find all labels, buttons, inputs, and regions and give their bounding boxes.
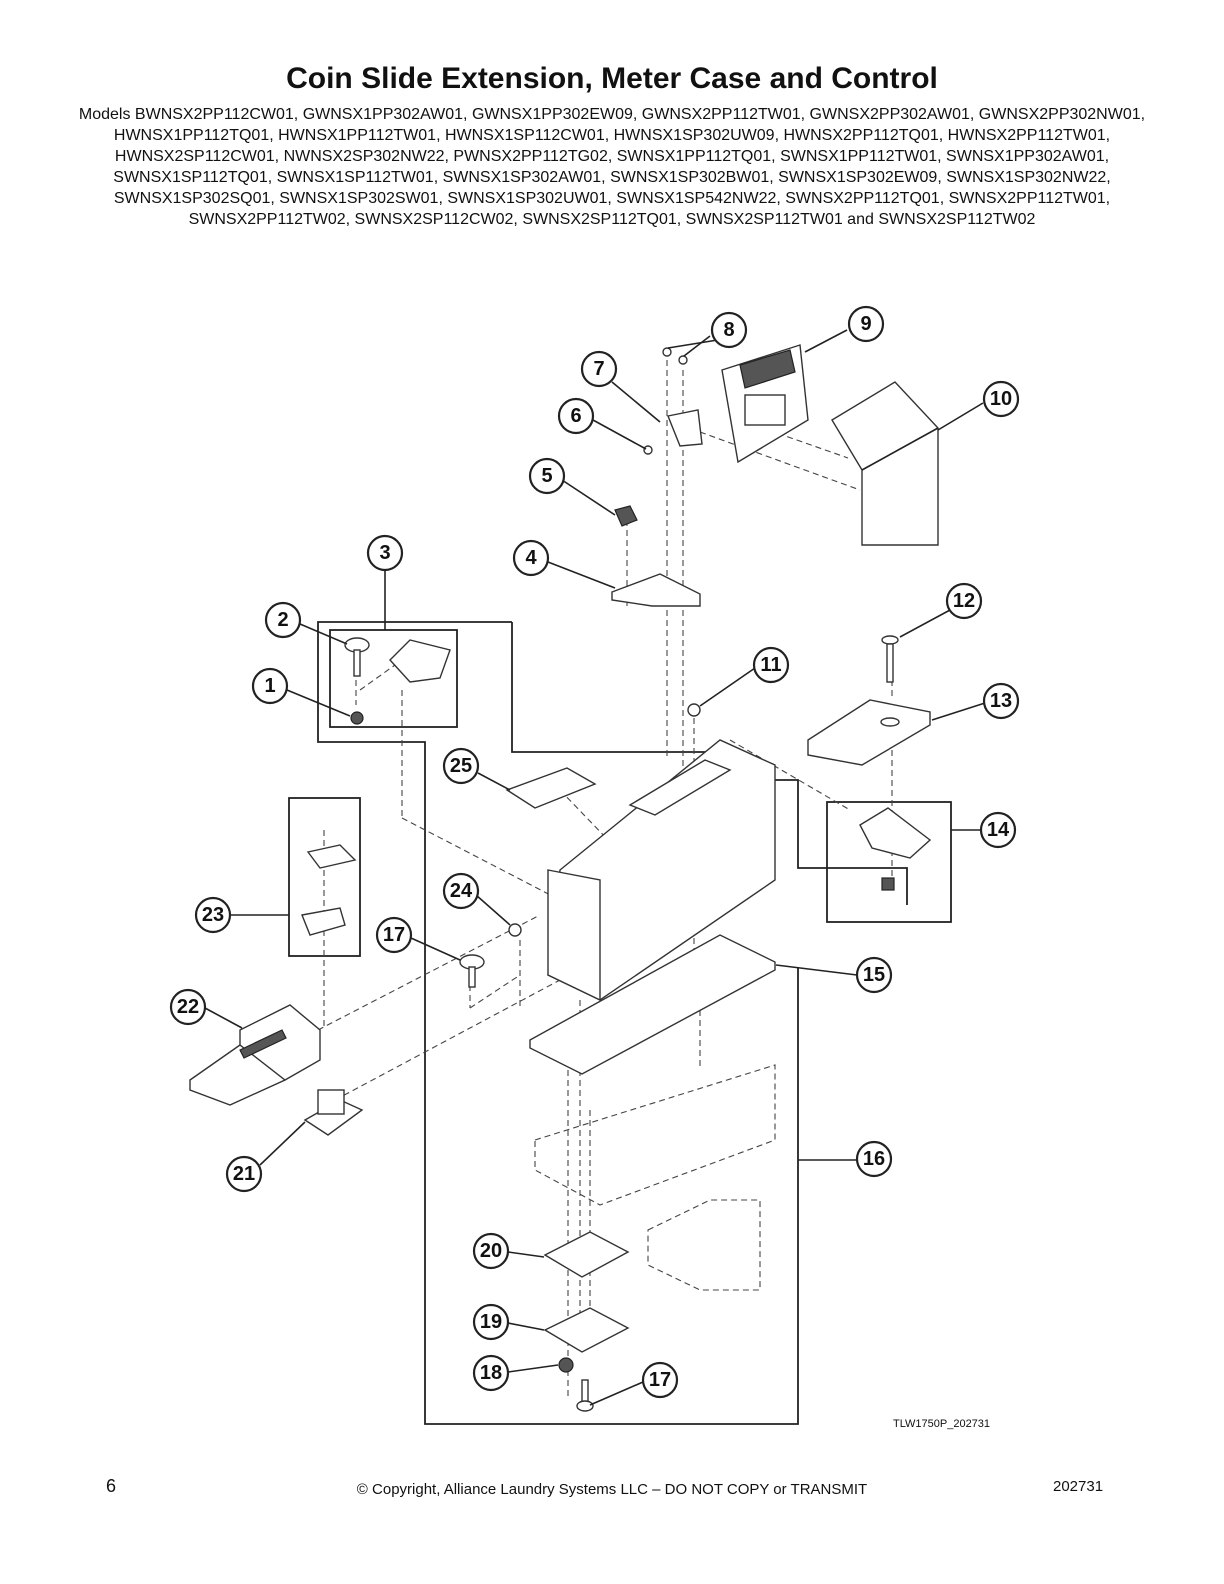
- callout-15: 15: [855, 956, 893, 994]
- callout-13: 13: [982, 682, 1020, 720]
- callout-20-label: 20: [480, 1240, 502, 1262]
- bolt-part-17-lower: [576, 1379, 594, 1412]
- page-number: 6: [106, 1476, 117, 1496]
- callout-4: 4: [512, 539, 550, 577]
- callout-5-label: 5: [541, 465, 552, 487]
- callout-14-label: 14: [987, 819, 1010, 841]
- coin-drop-part-21: [303, 1089, 364, 1136]
- callout-16-label: 16: [863, 1148, 885, 1170]
- callout-10-label: 10: [990, 388, 1012, 410]
- lock-bracket-part-3: [389, 639, 451, 683]
- plate-part-20: [543, 1231, 630, 1278]
- subassembly-box-3: [329, 629, 458, 728]
- callout-18-label: 18: [480, 1362, 502, 1384]
- screw-part-6: [643, 445, 653, 455]
- callout-9-label: 9: [860, 313, 871, 335]
- callout-23: 23: [194, 896, 232, 934]
- control-board-part-9: [721, 344, 809, 464]
- bolt-part-2: [344, 637, 370, 677]
- callout-25-label: 25: [450, 755, 472, 777]
- cover-part-10: [831, 381, 939, 546]
- nut-part-24: [508, 923, 522, 937]
- switch-part-5: [614, 505, 638, 527]
- bracket-part-7: [667, 409, 703, 447]
- label-part-25: [505, 767, 597, 809]
- callout-6-label: 6: [570, 405, 581, 427]
- callout-16: 16: [855, 1140, 893, 1178]
- screws-part-8: [662, 347, 688, 365]
- machine-console-outline: [647, 1199, 761, 1291]
- callout-10: 10: [982, 380, 1020, 418]
- cover-plate-part-13: [807, 699, 931, 766]
- callout-7-label: 7: [593, 358, 604, 380]
- assembly-frame-16: [317, 621, 908, 1425]
- callout-22-label: 22: [177, 996, 199, 1018]
- callout-17-upper: 17: [375, 916, 413, 954]
- nut-part-18: [558, 1357, 574, 1373]
- callout-21-label: 21: [233, 1163, 255, 1185]
- callout-23-label: 23: [202, 904, 224, 926]
- callout-19: 19: [472, 1303, 510, 1341]
- callout-11: 11: [752, 646, 790, 684]
- callout-17-lower-label: 17: [649, 1369, 671, 1391]
- base-plate-part-15: [529, 934, 776, 1075]
- callout-6: 6: [557, 397, 595, 435]
- callout-17-lower: 17: [641, 1361, 679, 1399]
- callout-20: 20: [472, 1232, 510, 1270]
- subassembly-box-14: [826, 801, 952, 923]
- callout-15-label: 15: [863, 964, 885, 986]
- copyright-notice: © Copyright, Alliance Laundry Systems LL…: [356, 1481, 868, 1498]
- page-title: Coin Slide Extension, Meter Case and Con…: [286, 62, 938, 95]
- callout-18: 18: [472, 1354, 510, 1392]
- callout-8-label: 8: [723, 319, 734, 341]
- callout-22: 22: [169, 988, 207, 1026]
- callout-11-label: 11: [760, 654, 781, 676]
- plate-part-4: [611, 573, 701, 607]
- screw-part-11: [687, 703, 701, 717]
- bracket-part-14: [859, 807, 932, 891]
- coin-slide-part-22: [189, 1004, 321, 1106]
- callout-8: 8: [710, 311, 748, 349]
- callout-7: 7: [580, 350, 618, 388]
- callout-4-label: 4: [525, 547, 537, 569]
- callout-2: 2: [264, 601, 302, 639]
- meter-case: [547, 739, 776, 1002]
- callout-2-label: 2: [277, 609, 288, 631]
- callout-19-label: 19: [480, 1311, 502, 1333]
- callout-21: 21: [225, 1155, 263, 1193]
- nut-part-1: [350, 711, 364, 725]
- callout-leaders: [204, 329, 986, 1406]
- callout-24-label: 24: [450, 880, 473, 902]
- screw-part-12: [881, 635, 899, 683]
- callout-12: 12: [945, 582, 983, 620]
- model-list: Models BWNSX2PP112CW01, GWNSX1PP302AW01,…: [78, 106, 1146, 228]
- bolt-part-17-upper: [459, 954, 485, 988]
- callout-9: 9: [847, 305, 885, 343]
- callout-1-label: 1: [264, 675, 275, 697]
- mechanism-part-23: [301, 844, 357, 936]
- callout-25: 25: [442, 747, 480, 785]
- machine-top-outline: [534, 1064, 776, 1206]
- callout-3: 3: [366, 534, 404, 572]
- drawing-number: TLW1750P_202731: [893, 1418, 991, 1430]
- callout-13-label: 13: [990, 690, 1012, 712]
- plate-part-19: [543, 1307, 630, 1353]
- callout-12-label: 12: [953, 590, 975, 612]
- callout-24: 24: [442, 872, 480, 910]
- callout-17-upper-label: 17: [383, 924, 405, 946]
- callout-1: 1: [251, 667, 289, 705]
- callout-14: 14: [979, 811, 1017, 849]
- document-number: 202731: [1053, 1478, 1104, 1495]
- callout-5: 5: [528, 457, 566, 495]
- callout-3-label: 3: [379, 542, 390, 564]
